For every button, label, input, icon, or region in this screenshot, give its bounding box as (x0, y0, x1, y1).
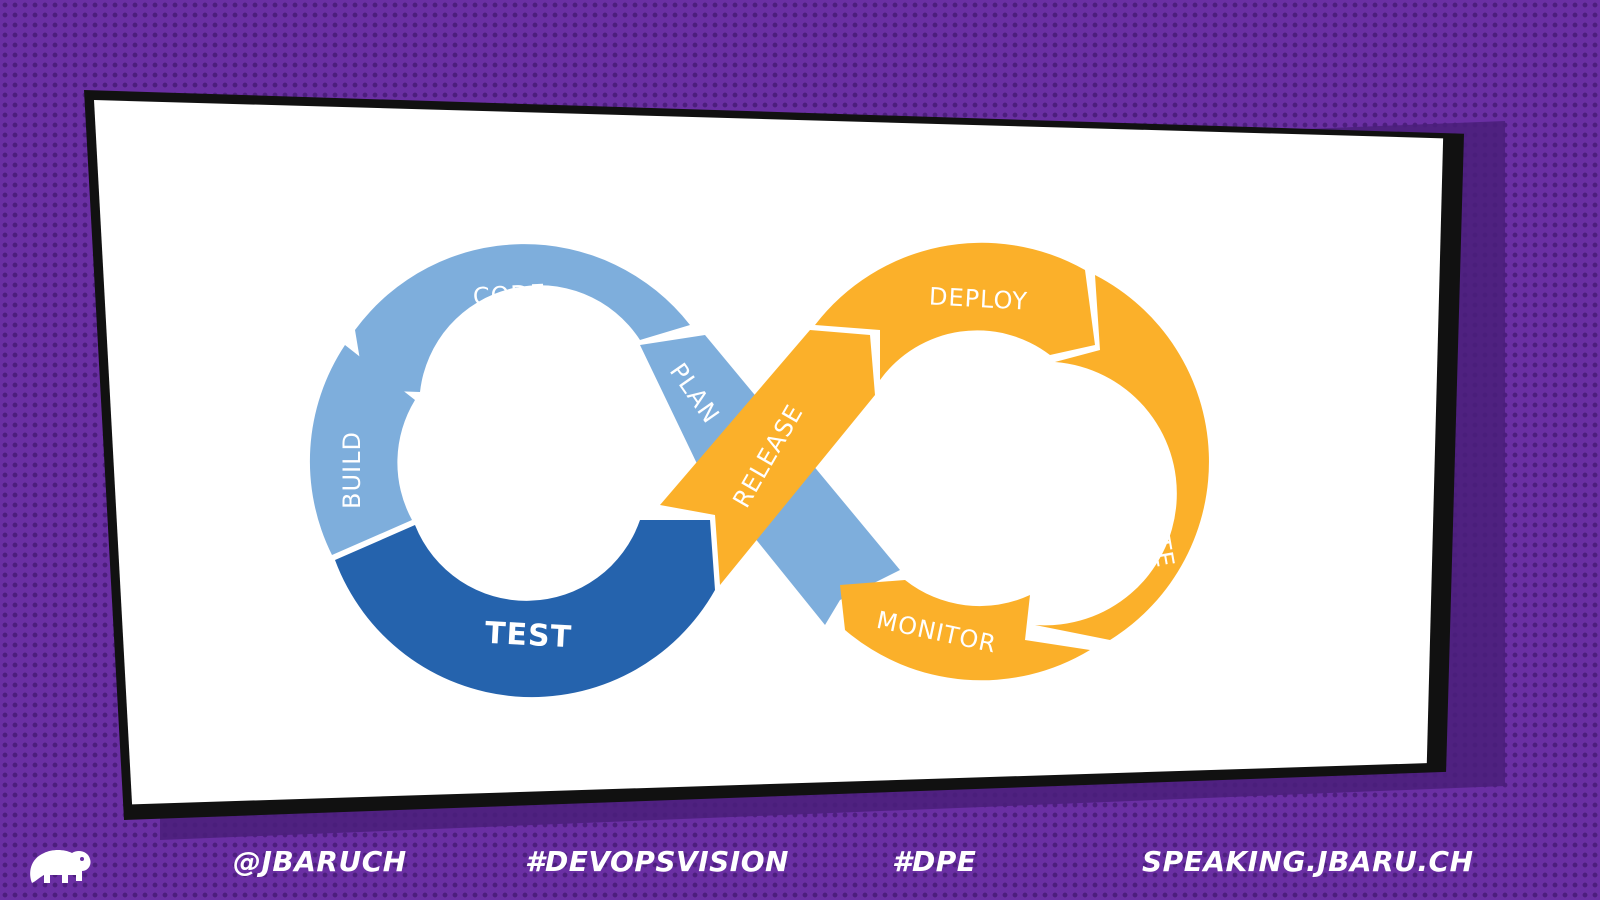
twitter-handle[interactable]: @JBARUCH (233, 845, 407, 878)
code-label: CODE (472, 279, 547, 311)
elephant-logo-icon (30, 850, 91, 883)
footer: @JBARUCH #DEVOPSVISION #DPE SPEAKING.JBA… (0, 825, 1600, 885)
test-label: TEST (484, 616, 573, 656)
operate-segment (1035, 275, 1209, 640)
right-loop (660, 242, 1209, 681)
deploy-segment (815, 242, 1095, 380)
code-segment (355, 244, 690, 392)
operate-label: OPERATE (1132, 451, 1180, 570)
test-segment (335, 520, 715, 698)
release-segment (660, 330, 875, 585)
hashtag-devopsvision[interactable]: #DEVOPSVISION (525, 845, 789, 878)
speaking-site-link[interactable]: SPEAKING.JBARU.CH (1142, 845, 1474, 878)
deploy-label: DEPLOY (928, 282, 1028, 315)
build-segment (309, 345, 415, 555)
build-label: BUILD (338, 431, 366, 509)
monitor-segment (840, 580, 1090, 681)
hashtag-dpe[interactable]: #DPE (892, 845, 977, 878)
